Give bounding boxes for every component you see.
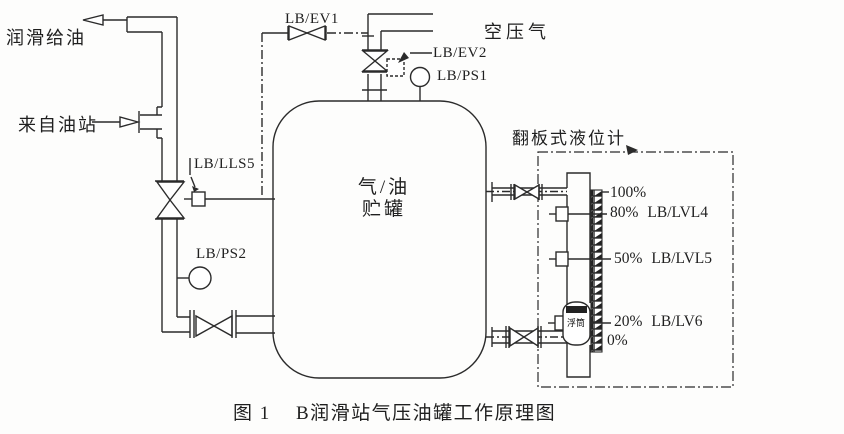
level-50: 50% LB/LVL5 (614, 250, 712, 268)
level-100-pct: 100% (610, 184, 647, 201)
lube-supply-label: 润滑给油 (6, 28, 86, 48)
tank-label-line1: 气/油 (357, 177, 411, 198)
figure-number: 图 1 (233, 403, 271, 424)
main-oil-pipe (126, 16, 178, 332)
level-0-pct: 0% (607, 332, 628, 349)
level-80-pct: 80% (610, 204, 639, 221)
ps1-sensor-icon (409, 66, 431, 101)
figure-title: B润滑站气压油罐工作原理图 (296, 403, 557, 424)
tank-label-line2: 贮罐 (361, 199, 406, 220)
lube-outlet-arrow-icon (82, 14, 127, 26)
compressed-air-label: 空压气 (484, 22, 550, 42)
from-oil-station-label: 来自油站 (18, 115, 98, 135)
tank-label: 气/油 贮罐 (338, 177, 430, 221)
level-switch-lvl4-icon (549, 206, 607, 222)
ev2-tag: LB/EV2 (433, 45, 487, 61)
ps2-sensor-icon (177, 266, 212, 290)
level-20-pct: 20% (614, 313, 643, 330)
lls5-valve-icon (155, 158, 206, 220)
level-0: 0% (607, 332, 628, 350)
ev1-tag: LB/EV1 (285, 11, 339, 27)
level-switch-lvl5-icon (549, 251, 611, 267)
float-displacer-icon (562, 301, 591, 346)
gauge-standpipe (566, 172, 591, 378)
oil-inlet-arrow-icon (92, 106, 162, 139)
float-label: 浮筒 (567, 318, 586, 328)
gauge-dashed-box (537, 145, 734, 388)
air-supply-pipe (362, 13, 433, 50)
level-50-tag: LB/LVL5 (651, 250, 712, 267)
gauge-lower-valve-icon (486, 326, 567, 348)
gauge-title: 翻板式液位计 (512, 129, 626, 148)
level-20-tag: LB/LV6 (651, 313, 703, 330)
level-50-pct: 50% (614, 250, 643, 267)
gauge-upper-valve-icon (486, 182, 567, 202)
drain-valve-icon (162, 310, 275, 338)
ev2-valve-icon (361, 49, 432, 101)
tank-outline (272, 100, 487, 379)
ps2-tag: LB/PS2 (196, 246, 247, 262)
lls5-tag: LB/LLS5 (194, 156, 256, 172)
ev1-valve-icon (262, 24, 368, 42)
ps1-tag: LB/PS1 (437, 68, 488, 84)
level-80-tag: LB/LVL4 (647, 204, 708, 221)
flap-indicator-column (590, 189, 603, 353)
equalizing-line (205, 33, 275, 200)
level-20: 20% LB/LV6 (614, 313, 703, 331)
level-80: 80% LB/LVL4 (610, 204, 708, 222)
level-100: 100% (610, 184, 646, 202)
